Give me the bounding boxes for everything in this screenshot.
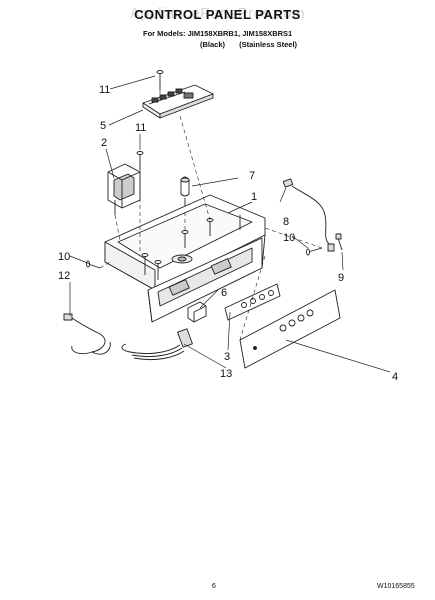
callout-6: 6 <box>221 287 227 299</box>
part-7-light-socket <box>180 176 190 212</box>
part-13-ribbon-cable <box>121 328 193 361</box>
callout-1: 1 <box>251 191 257 203</box>
part-3-membrane <box>224 283 281 321</box>
model-variants: (Black) (Stainless Steel) <box>200 40 309 49</box>
part-11-screw-top <box>156 70 164 90</box>
callout-8: 8 <box>283 216 289 228</box>
page-title: CONTROL PANEL PARTS <box>134 7 301 22</box>
part-5-control-board <box>142 84 214 119</box>
watermark: AppliancePartsPros.com <box>129 5 306 22</box>
part-1-housing <box>104 194 266 323</box>
variant-stainless: (Stainless Steel) <box>239 40 298 49</box>
part-10-screw-left <box>86 260 101 269</box>
alignment-lines <box>99 90 323 341</box>
model-numbers: For Models: JIM158XBRB1, JIM158XBRS1 <box>143 29 293 38</box>
callout-numbers: 11 5 11 2 7 1 8 10 10 9 12 6 3 4 13 <box>58 84 398 383</box>
callout-4: 4 <box>392 371 398 383</box>
part-10-screw-right <box>306 247 323 256</box>
callout-7: 7 <box>249 170 255 182</box>
page-number: 6 <box>212 583 216 590</box>
part-11-screw-middle <box>136 151 144 170</box>
callout-13: 13 <box>220 368 232 380</box>
part-9-clip <box>335 233 343 251</box>
part-4-overlay <box>239 289 341 369</box>
callout-11-top: 11 <box>99 84 110 96</box>
part-8-wire-harness <box>282 178 335 252</box>
part-2-bracket <box>107 163 141 215</box>
part-6-switch <box>187 301 207 323</box>
callout-10-right: 10 <box>283 232 295 244</box>
document-number: W10165855 <box>377 583 415 590</box>
callout-9: 9 <box>338 272 344 284</box>
part-12-wire-harness <box>63 313 111 355</box>
callout-12: 12 <box>58 270 70 282</box>
callout-10-left: 10 <box>58 251 70 263</box>
callout-5: 5 <box>100 120 106 132</box>
callout-2: 2 <box>101 137 107 149</box>
variant-black: (Black) <box>200 40 226 49</box>
callout-11-middle: 11 <box>135 122 146 134</box>
callout-3: 3 <box>224 351 230 363</box>
